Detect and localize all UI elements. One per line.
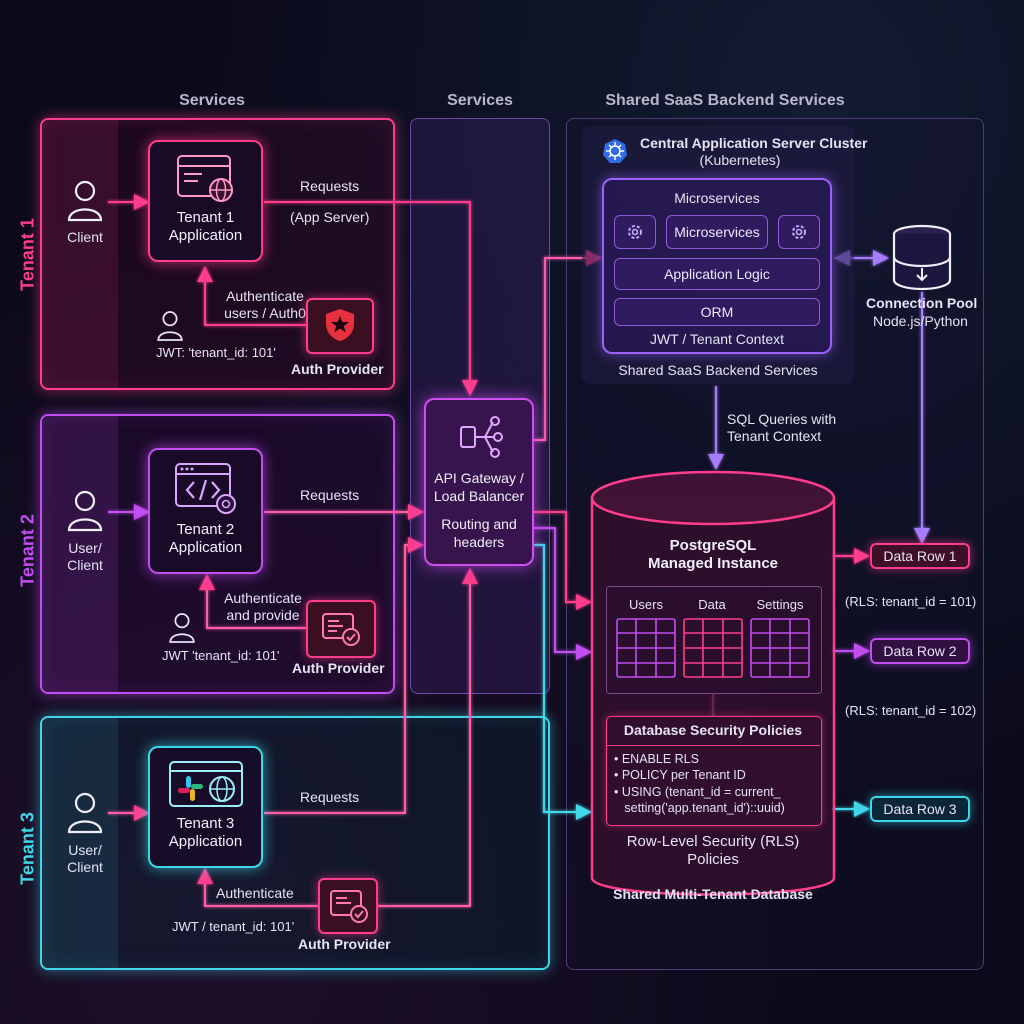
small-user-icon: [169, 613, 195, 643]
tenant-2-auth-provider: Auth Provider: [292, 660, 385, 676]
database-footer: Shared Multi-Tenant Database: [613, 886, 813, 902]
data-row-1[interactable]: Data Row 1: [870, 543, 970, 569]
network-hub-icon: [460, 416, 503, 458]
users-table: [616, 618, 676, 678]
auth-provider-badge[interactable]: [318, 878, 378, 934]
data-row-1-rls: (RLS: tenant_id = 101): [845, 594, 977, 609]
cluster-subtitle: (Kubernetes): [699, 152, 781, 168]
tables-panel: [606, 586, 822, 694]
policy-using: • USING (tenant_id = current_ setting('a…: [614, 785, 785, 815]
sql-queries-label: SQL Queries with Tenant Context: [727, 411, 837, 444]
jwt-tenant-context: JWT / Tenant Context: [649, 331, 785, 347]
cluster-footer: Shared SaaS Backend Services: [618, 362, 818, 378]
tenant-1-auth-text: Authenticate users / Auth0: [224, 288, 306, 321]
id-card-icon: [330, 890, 368, 923]
gear-icon: [792, 225, 806, 239]
tenant-3-requests-label: Requests: [300, 789, 360, 805]
tenant-3-auth-text: Authenticate: [216, 885, 294, 901]
application-logic[interactable]: Application Logic: [614, 258, 820, 290]
security-policies-panel: [606, 716, 822, 826]
api-gateway[interactable]: API Gateway / Load Balancer Routing and …: [424, 398, 534, 566]
auth0-shield-icon: [326, 309, 354, 341]
user-icon: [67, 792, 103, 834]
kubernetes-icon: [603, 139, 627, 163]
tenant-2-label: Tenant 2: [17, 514, 38, 587]
slack-globe-icon: [168, 761, 243, 807]
tenant-1-client: Client: [67, 229, 103, 245]
service-gear-right: [778, 215, 820, 249]
pool-sub: Node.js/Python: [873, 313, 968, 329]
tenant-2-auth-text: Authenticate and provide: [224, 590, 302, 623]
gateway-sub: Routing and headers: [441, 516, 517, 550]
tenant-1-auth-provider: Auth Provider: [291, 361, 384, 377]
services-left-header: Services: [179, 92, 245, 109]
policy-enable-rls: • ENABLE RLS: [614, 752, 699, 766]
tenant-3-panel: [40, 716, 550, 970]
data-table: [683, 618, 743, 678]
policies-title: Database Security Policies: [623, 722, 803, 738]
auth0-provider-badge[interactable]: [306, 298, 374, 354]
policies-divider: [606, 745, 820, 746]
tenant-3-app-label: Tenant 3 Application: [168, 815, 243, 850]
tenant-3-client: User/ Client: [67, 842, 103, 875]
data-row-2[interactable]: Data Row 2: [870, 638, 970, 664]
microservices-box[interactable]: Microservices: [602, 178, 832, 354]
cluster-title: Central Application Server Cluster: [640, 135, 868, 151]
user-icon: [67, 180, 103, 222]
tenant-1-label: Tenant 1: [17, 218, 38, 291]
backend-header: Shared SaaS Backend Services: [605, 92, 845, 109]
database-icon: [892, 224, 952, 291]
tenant-1-requests-label: Requests: [300, 178, 360, 194]
services-mid-header: Services: [447, 92, 513, 109]
id-card-icon: [322, 613, 360, 646]
rls-policies-label: Row-Level Security (RLS) Policies: [626, 833, 800, 868]
tenant-2-application[interactable]: Tenant 2 Application: [148, 448, 263, 574]
settings-table: [750, 618, 810, 678]
tenant-1-application[interactable]: Tenant 1 Application: [148, 140, 263, 262]
code-window-icon: [174, 463, 236, 514]
browser-globe-icon: [176, 155, 233, 202]
microservices-header: Microservices: [674, 190, 760, 206]
tenant-1-jwt: JWT: 'tenant_id: 101': [156, 345, 276, 360]
table-settings-label: Settings: [756, 597, 804, 612]
tables-grid: [616, 618, 810, 678]
auth-provider-badge[interactable]: [306, 600, 376, 658]
tenant-2-client: User/ Client: [67, 540, 103, 573]
table-users-label: Users: [629, 597, 663, 612]
service-gear-left: [614, 215, 656, 249]
data-row-2-rls: (RLS: tenant_id = 102): [845, 703, 977, 718]
user-icon: [67, 490, 103, 532]
table-data-label: Data: [698, 597, 726, 612]
gear-icon: [628, 225, 642, 239]
tenant-3-jwt: JWT / tenant_id: 101': [172, 919, 295, 934]
gateway-title: API Gateway / Load Balancer: [433, 470, 525, 504]
small-user-icon: [157, 311, 183, 341]
tenant-3-auth-provider: Auth Provider: [298, 936, 391, 952]
tenant-2-app-label: Tenant 2 Application: [168, 521, 243, 556]
pool-title: Connection Pool: [866, 295, 978, 311]
tenant-3-label: Tenant 3: [17, 812, 38, 885]
postgres-title: PostgreSQL Managed Instance: [647, 537, 779, 572]
tenant-1-requests-note: (App Server): [290, 209, 370, 225]
orm-layer[interactable]: ORM: [614, 298, 820, 326]
tenant-2-requests-label: Requests: [300, 487, 360, 503]
policy-per-tenant: • POLICY per Tenant ID: [614, 768, 746, 782]
tenant-3-application[interactable]: Tenant 3 Application: [148, 746, 263, 868]
tenant-1-app-label: Tenant 1 Application: [168, 209, 243, 244]
microservices-inner[interactable]: Microservices: [666, 215, 768, 249]
data-row-3[interactable]: Data Row 3: [870, 796, 970, 822]
tenant-2-jwt: JWT 'tenant_id: 101': [162, 648, 280, 663]
